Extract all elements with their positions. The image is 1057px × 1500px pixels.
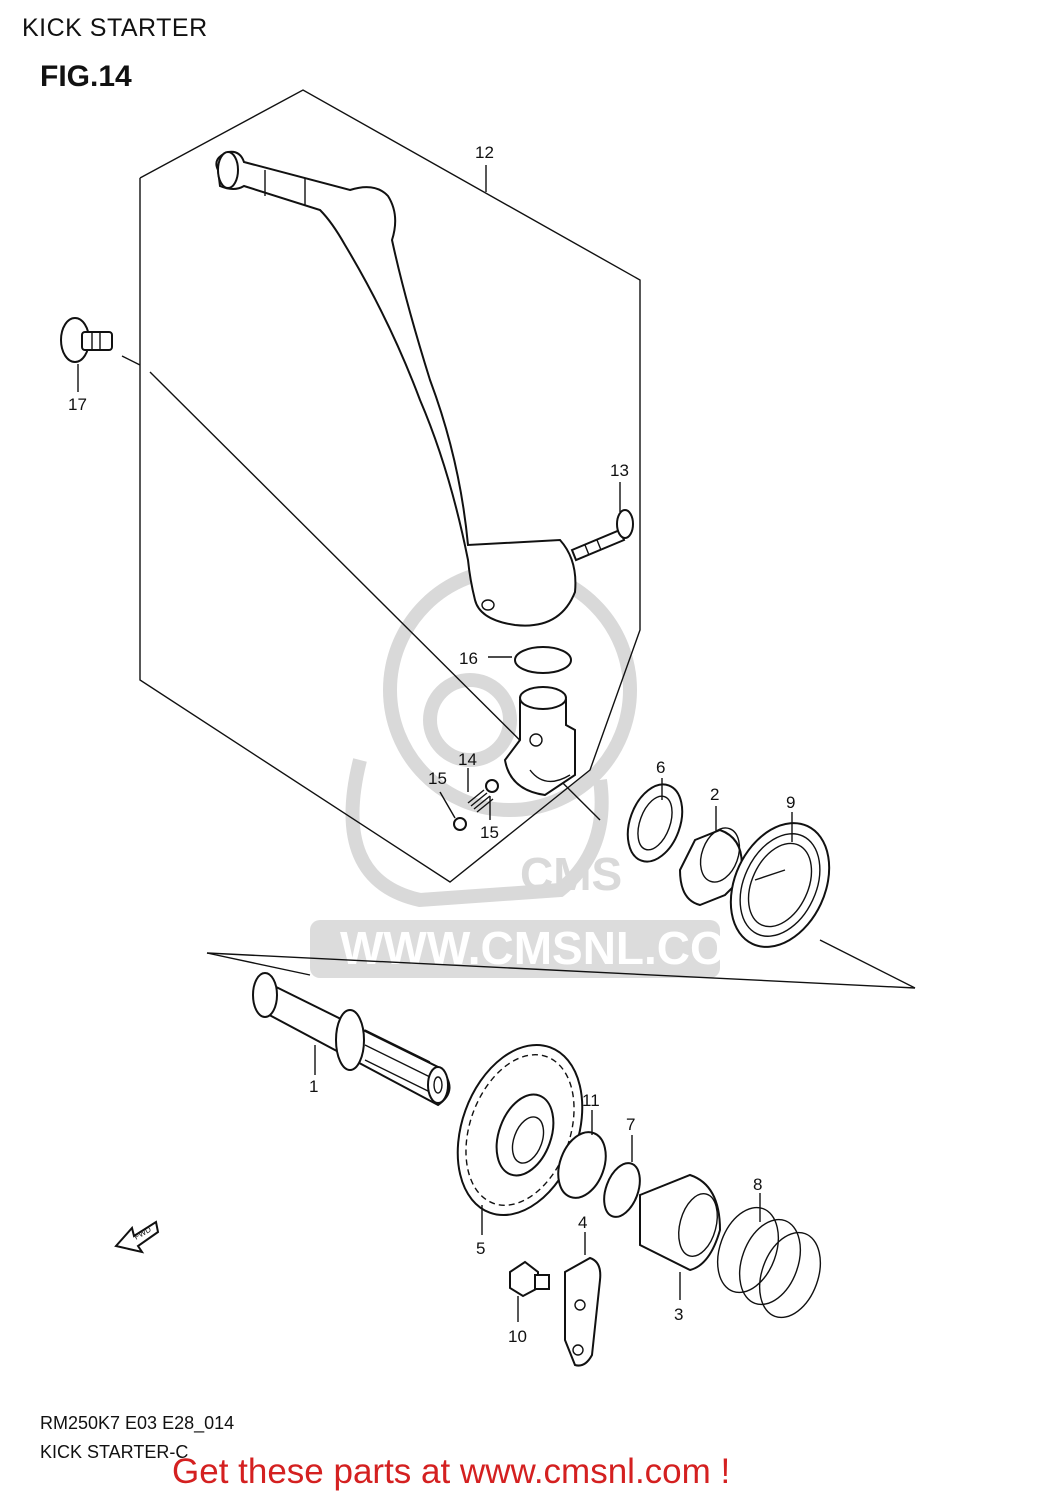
- circlip-7: [603, 1162, 641, 1218]
- spring-8: [716, 1206, 822, 1319]
- callout-5: 5: [476, 1239, 485, 1258]
- callout-2: 2: [710, 785, 719, 804]
- guide-plate-4: [564, 1256, 602, 1367]
- watermark-url: WWW.CMSNL.COM: [340, 922, 764, 974]
- flange-bolt-17: [60, 317, 113, 363]
- assembly-box: [139, 89, 641, 883]
- callout-7: 7: [626, 1115, 635, 1134]
- watermark-logo: CMS: [520, 848, 622, 900]
- fwd-arrow-icon: FWD: [114, 1220, 160, 1254]
- kick-boss: [503, 686, 576, 797]
- callout-12: 12: [475, 143, 494, 162]
- return-spring-9: [729, 822, 831, 948]
- kick-shaft-1: [252, 972, 451, 1107]
- callout-4: 4: [578, 1213, 587, 1232]
- steel-ball-15a: [453, 817, 467, 831]
- callout-17: 17: [68, 395, 87, 414]
- callout-16: 16: [459, 649, 478, 668]
- callout-6: 6: [656, 758, 665, 777]
- bolt-13: [570, 509, 634, 562]
- steel-ball-15b: [485, 779, 499, 793]
- callout-13: 13: [610, 461, 629, 480]
- callout-1: 1: [309, 1077, 318, 1096]
- bolt-10: [509, 1260, 550, 1298]
- diagram-code: RM250K7 E03 E28_014: [40, 1413, 235, 1433]
- callout-11: 11: [582, 1091, 600, 1110]
- washer-11: [557, 1131, 607, 1199]
- kick-lever: [215, 150, 577, 627]
- spring-14: [467, 789, 494, 813]
- figure-number: FIG.14: [40, 60, 132, 93]
- ratchet-3: [639, 1173, 722, 1272]
- kick-gear-5: [456, 1043, 584, 1217]
- callout-14: 14: [458, 750, 477, 769]
- callout-15b: 15: [480, 823, 499, 842]
- o-ring-16: [514, 646, 572, 674]
- callout-15a: 15: [428, 769, 447, 788]
- diagram-subtitle: KICK STARTER-C: [40, 1442, 189, 1462]
- callout-10: 10: [508, 1327, 527, 1346]
- page-title: KICK STARTER: [22, 14, 208, 42]
- callout-8: 8: [753, 1175, 762, 1194]
- oil-seal-6: [626, 783, 684, 863]
- callout-9: 9: [786, 793, 795, 812]
- callout-3: 3: [674, 1305, 683, 1324]
- promo-link[interactable]: Get these parts at www.cmsnl.com !: [172, 1452, 731, 1491]
